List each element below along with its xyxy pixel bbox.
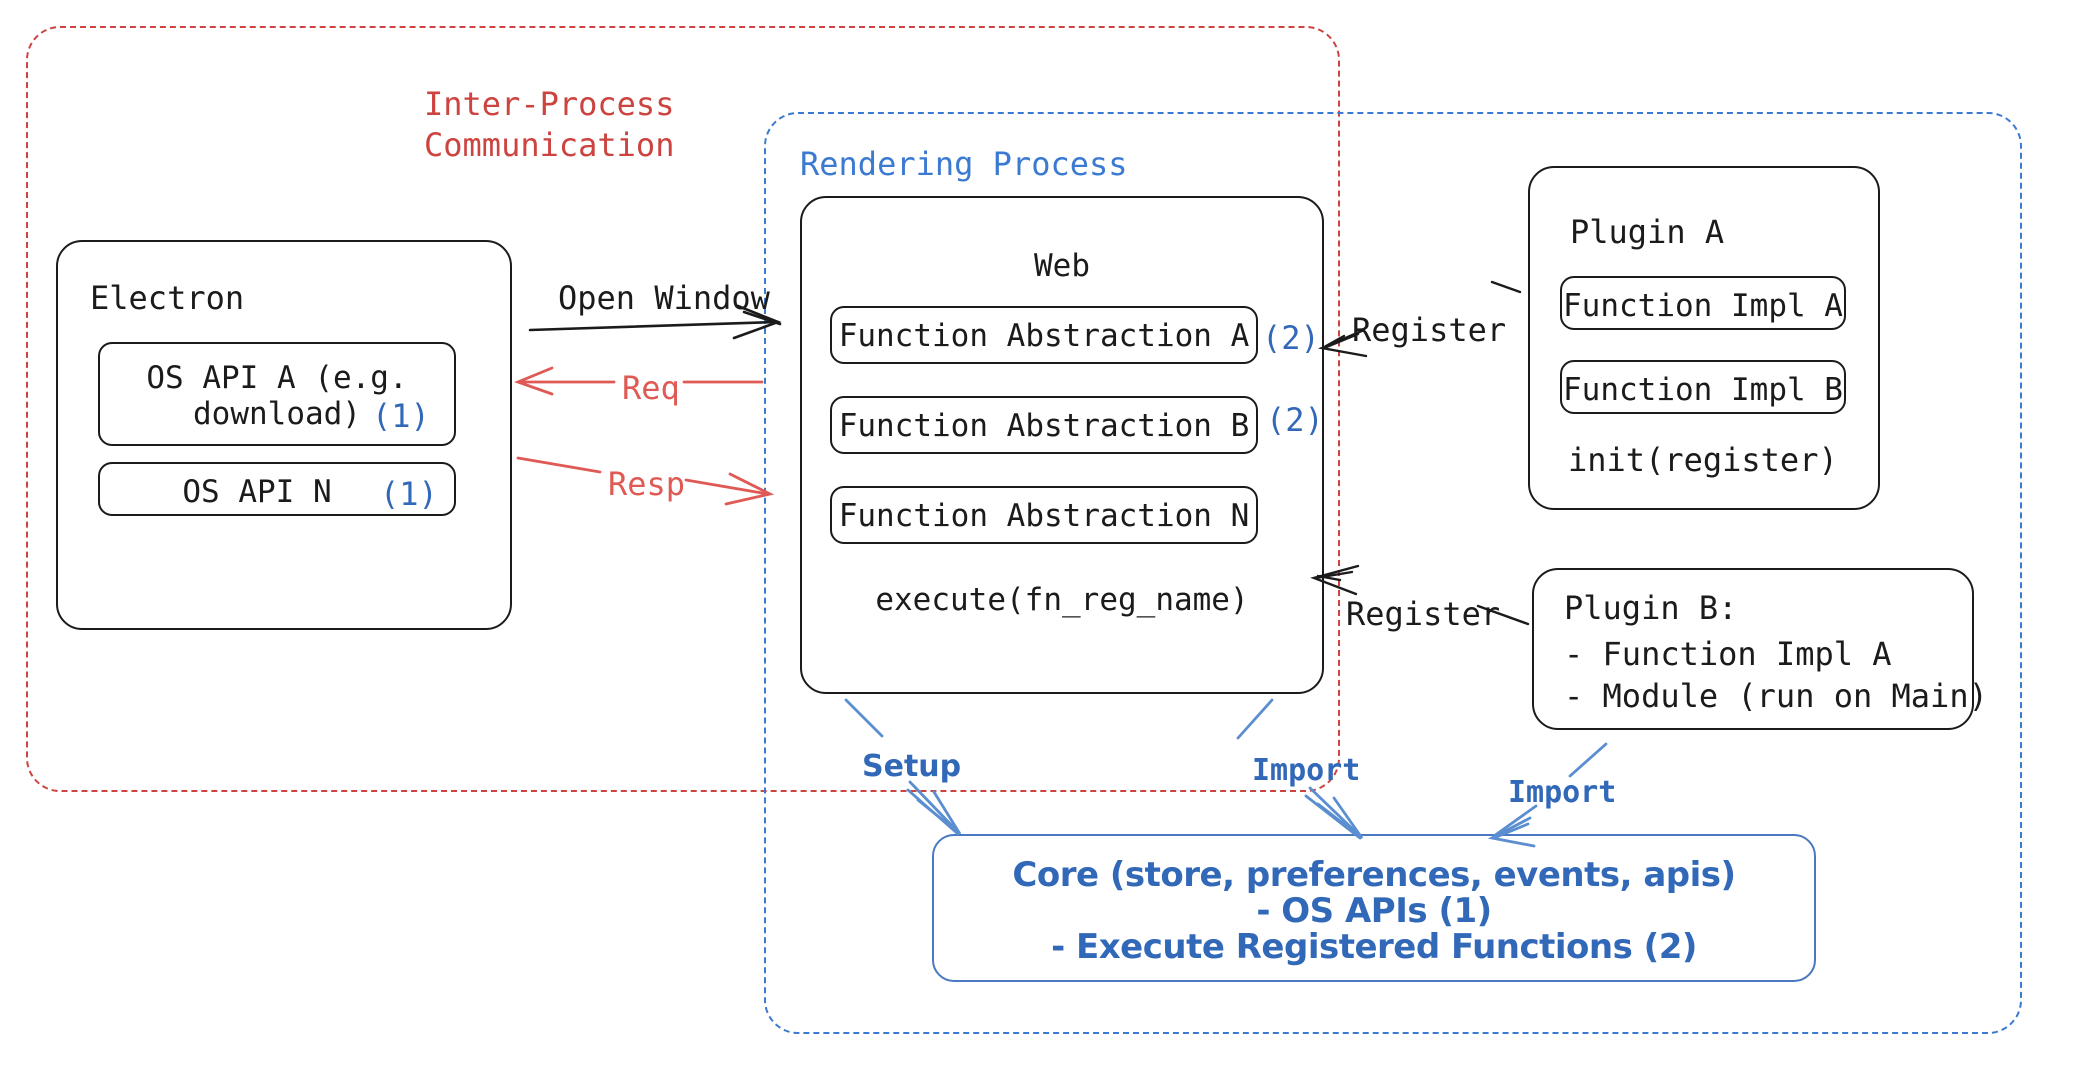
arrow-label-open-window: Open Window: [558, 279, 770, 317]
core-line-1: Core (store, preferences, events, apis): [1012, 855, 1736, 895]
arrow-label-register-a: Register: [1352, 311, 1507, 349]
electron-title: Electron: [90, 279, 245, 317]
function-abstraction-n-box[interactable]: [830, 486, 1258, 544]
os-api-a-box[interactable]: [98, 342, 456, 446]
plugin-b-box[interactable]: [1532, 568, 1974, 730]
arrow-label-resp: Resp: [608, 465, 686, 503]
group-inter-process-communication: [26, 26, 1340, 792]
web-footer-execute: execute(fn_reg_name): [875, 582, 1249, 618]
function-impl-b-label: Function Impl B: [1563, 372, 1843, 408]
function-abstraction-b-tag: (2): [1266, 401, 1324, 439]
group-rendering-process: [764, 112, 2022, 1034]
arrow-label-req: Req: [622, 369, 680, 407]
group-label-ipc: Inter-Process Communication: [424, 85, 675, 164]
function-abstraction-a-box[interactable]: [830, 306, 1258, 364]
core-line-2: - OS APIs (1): [1256, 891, 1492, 931]
os-api-n-box[interactable]: [98, 462, 456, 516]
function-impl-b-box[interactable]: [1560, 360, 1846, 414]
function-impl-a-box[interactable]: [1560, 276, 1846, 330]
arrow-label-register-b: Register: [1346, 595, 1501, 633]
function-abstraction-b-label: Function Abstraction B: [838, 408, 1250, 444]
function-abstraction-b-box[interactable]: [830, 396, 1258, 454]
plugin-a-box[interactable]: [1528, 166, 1880, 510]
plugin-a-title: Plugin A: [1570, 213, 1725, 251]
plugin-b-title: Plugin B:: [1564, 589, 1738, 627]
os-api-a-tag: (1): [372, 397, 430, 435]
function-abstraction-a-label: Function Abstraction A: [838, 318, 1250, 354]
os-api-a-label: OS API A (e.g. download): [146, 360, 408, 432]
plugin-a-footer-init: init(register): [1568, 441, 1838, 479]
os-api-n-tag: (1): [380, 475, 438, 513]
plugin-b-line-2: - Module (run on Main): [1564, 677, 1988, 715]
function-impl-a-label: Function Impl A: [1563, 288, 1843, 324]
arrow-label-setup: Setup: [862, 749, 962, 784]
web-title: Web: [1034, 248, 1090, 284]
os-api-n-label: OS API N: [182, 474, 332, 510]
core-box[interactable]: [932, 834, 1816, 982]
function-abstraction-n-label: Function Abstraction N: [838, 498, 1250, 534]
arrow-label-import-plugin-b: Import: [1508, 775, 1617, 810]
group-label-rendering-process: Rendering Process: [800, 145, 1128, 183]
core-line-3: - Execute Registered Functions (2): [1051, 927, 1697, 967]
function-abstraction-a-tag: (2): [1262, 319, 1320, 357]
arrow-label-import-web: Import: [1252, 753, 1361, 788]
plugin-b-line-1: - Function Impl A: [1564, 635, 1892, 673]
